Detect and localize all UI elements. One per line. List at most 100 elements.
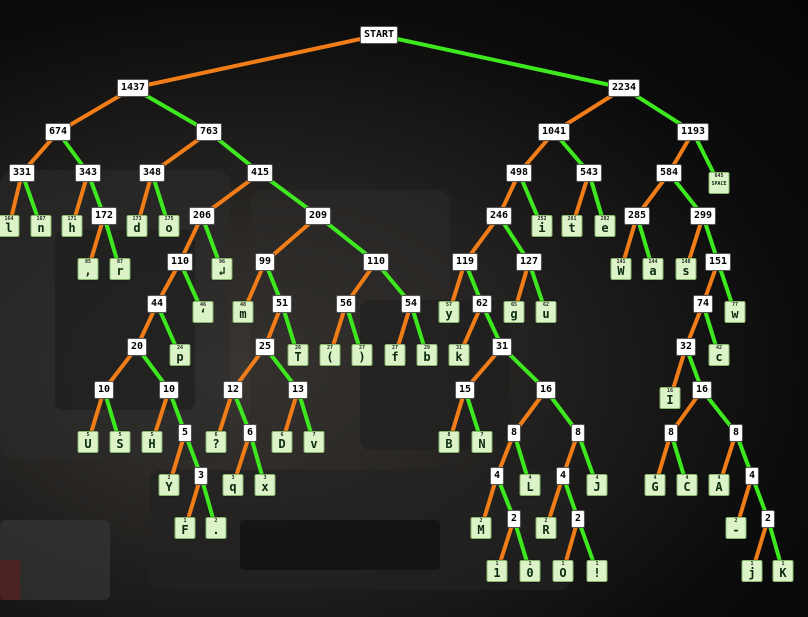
tree-node-16: 16: [691, 381, 713, 399]
leaf-count: 65: [510, 302, 518, 308]
tree-node-10: 10: [158, 381, 180, 399]
leaf-symbol: O: [559, 566, 567, 580]
leaf-symbol: h: [68, 221, 76, 235]
leaf-count: 4: [717, 475, 721, 481]
leaf-symbol: I: [666, 393, 674, 407]
leaf-count: 62: [542, 302, 550, 308]
leaf-count: 48: [239, 302, 247, 308]
tree-node-5: 5: [177, 424, 193, 442]
tree-node-674: 674: [44, 123, 72, 141]
leaf-node: 1!: [586, 560, 608, 582]
tree-node-10: 10: [93, 381, 115, 399]
leaf-count: 6: [214, 432, 218, 438]
leaf-count: 173: [132, 216, 142, 222]
leaf-symbol: D: [278, 437, 286, 451]
leaf-symbol: m: [239, 307, 247, 321]
tree-node-25: 25: [254, 338, 276, 356]
tree-node-1041: 1041: [537, 123, 571, 141]
leaf-symbol: s: [682, 264, 690, 278]
leaf-count: 4: [595, 475, 599, 481]
leaf-symbol: q: [229, 480, 237, 494]
tree-node-172: 172: [90, 207, 118, 225]
tree-node-1193: 1193: [676, 123, 710, 141]
tree-node-3: 3: [193, 467, 209, 485]
leaf-symbol: A: [715, 480, 723, 494]
tree-node-74: 74: [692, 295, 714, 313]
leaf-count: 2: [167, 475, 171, 481]
tree-node-15: 15: [454, 381, 476, 399]
leaf-symbol: d: [133, 221, 141, 235]
leaf-symbol: p: [176, 350, 184, 364]
leaf-symbol: 0: [526, 566, 534, 580]
leaf-count: 31: [455, 345, 463, 351]
tree-node-31: 31: [491, 338, 513, 356]
leaf-count: 6: [280, 432, 284, 438]
leaf-symbol: x: [261, 480, 269, 494]
leaf-symbol: ‘: [199, 307, 207, 321]
leaf-symbol: U: [84, 437, 92, 451]
leaf-count: 2: [479, 518, 483, 524]
tree-node-12: 12: [222, 381, 244, 399]
leaf-count: 1: [183, 518, 187, 524]
tree-node-51: 51: [271, 295, 293, 313]
leaf-count: 1: [561, 561, 565, 567]
leaf-count: 144: [648, 259, 658, 265]
leaf-count: 57: [445, 302, 453, 308]
leaf-symbol: N: [478, 437, 486, 451]
leaf-count: 16: [666, 388, 674, 394]
leaf-count: 2: [214, 518, 218, 524]
tree-node-13: 13: [287, 381, 309, 399]
edge-root-R: [377, 33, 626, 90]
leaf-count: 8: [447, 432, 451, 438]
leaf-count: 3: [231, 475, 235, 481]
tree-node-498: 498: [505, 164, 533, 182]
leaf-count: 141: [616, 259, 626, 265]
tree-node-343: 343: [74, 164, 102, 182]
tree-node-110: 110: [166, 253, 194, 271]
leaf-count: 96: [218, 259, 226, 265]
tree-node-2: 2: [570, 510, 586, 528]
leaf-symbol: n: [37, 221, 45, 235]
leaf-count: 85: [84, 259, 92, 265]
tree-node-8: 8: [570, 424, 586, 442]
leaf-symbol: S: [116, 437, 124, 451]
leaf-symbol: r: [116, 264, 124, 278]
tree-node-54: 54: [400, 295, 422, 313]
leaf-count: 7: [312, 432, 316, 438]
leaf-count: 5: [118, 432, 122, 438]
leaf-symbol: R: [542, 523, 550, 537]
leaf-symbol: C: [683, 480, 691, 494]
leaf-symbol: v: [310, 437, 318, 451]
leaf-symbol: !: [593, 566, 601, 580]
leaf-node: 46‘: [192, 301, 214, 323]
leaf-symbol: w: [731, 307, 739, 321]
tree-node-348: 348: [138, 164, 166, 182]
leaf-count: 1: [595, 561, 599, 567]
leaf-count: 171: [67, 216, 77, 222]
leaf-node: 2.: [205, 517, 227, 539]
leaf-count: 282: [600, 216, 610, 222]
leaf-symbol: o: [165, 221, 173, 235]
leaf-count: 164: [4, 216, 14, 222]
leaf-symbol: SPACE: [711, 181, 727, 187]
